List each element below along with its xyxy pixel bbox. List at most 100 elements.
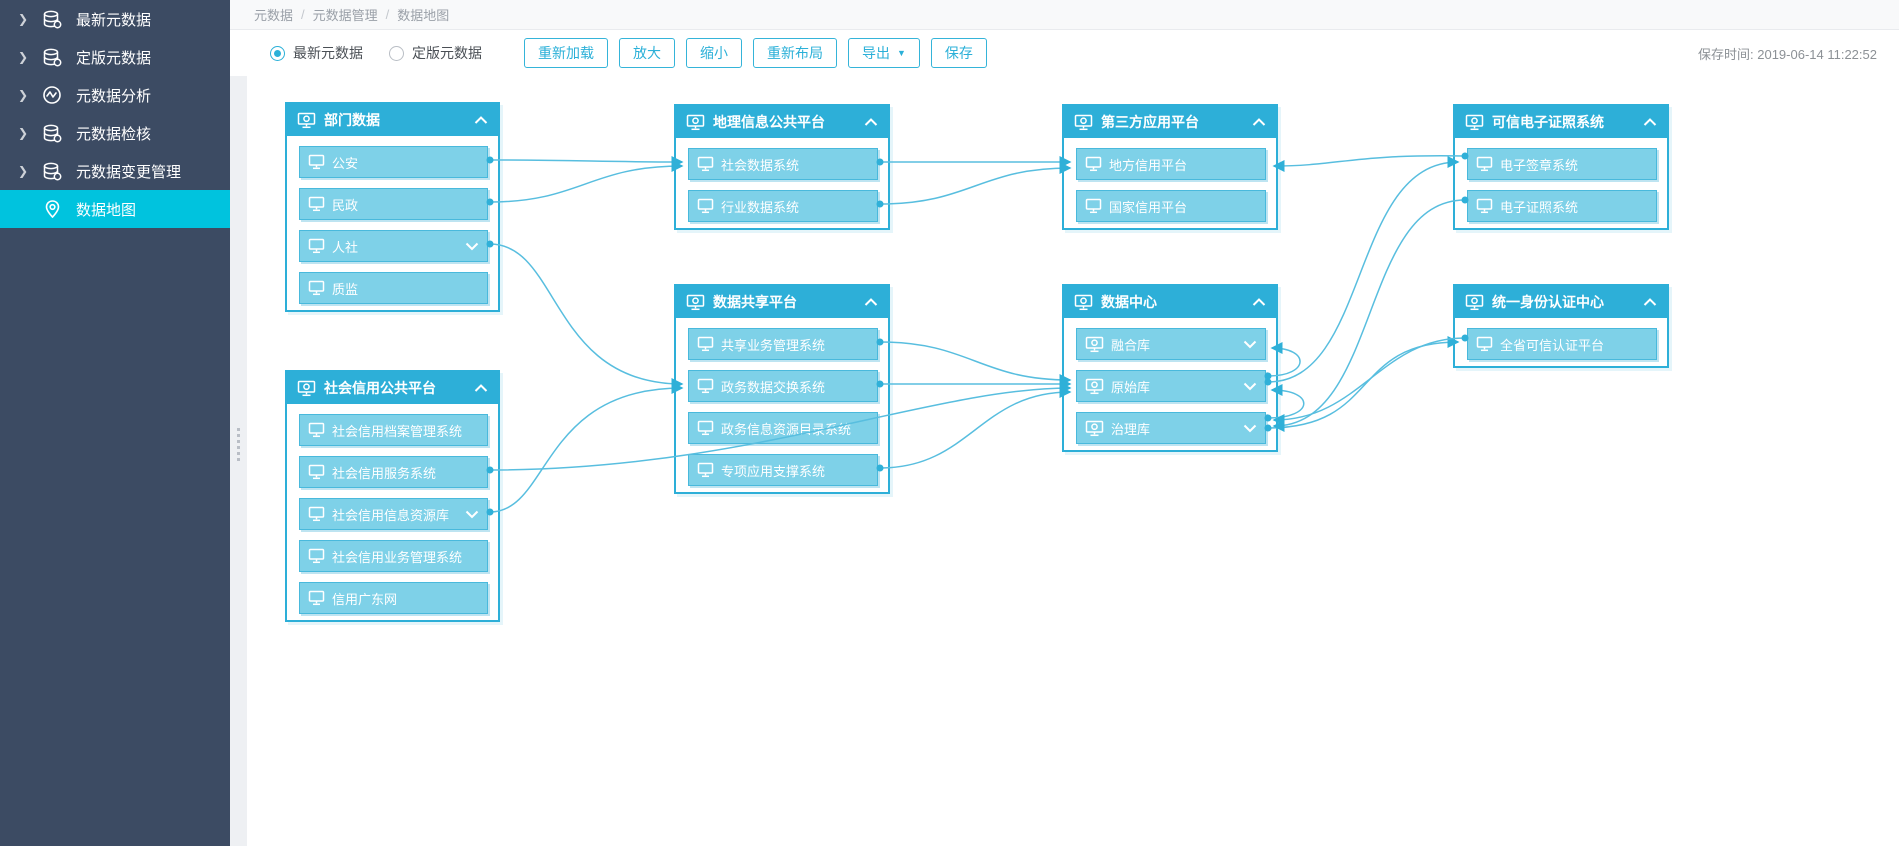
chevron-up-icon[interactable] xyxy=(1643,117,1657,127)
node-政务数据交换系统[interactable]: 政务数据交换系统 xyxy=(688,370,878,402)
node-社会信用档案管理系统[interactable]: 社会信用档案管理系统 xyxy=(299,414,488,446)
node-社会数据系统[interactable]: 社会数据系统 xyxy=(688,148,878,180)
node-label: 社会信用服务系统 xyxy=(332,465,437,481)
group-title: 统一身份认证中心 xyxy=(1492,294,1604,310)
database-approved-icon xyxy=(41,47,63,67)
node-政务信息资源目录系统[interactable]: 政务信息资源目录系统 xyxy=(688,412,878,444)
toolbar-button-2[interactable]: 放大 xyxy=(619,38,675,68)
chevron-up-icon[interactable] xyxy=(864,117,878,127)
node-民政[interactable]: 民政 xyxy=(299,188,488,220)
node-电子签章系统[interactable]: 电子签章系统 xyxy=(1467,148,1657,180)
node-全省可信认证平台[interactable]: 全省可信认证平台 xyxy=(1467,328,1657,360)
group-header[interactable]: 数据共享平台 xyxy=(676,286,888,318)
node-label: 社会信用信息资源库 xyxy=(332,507,450,523)
node-融合库[interactable]: 融合库 xyxy=(1076,328,1266,360)
analysis-icon xyxy=(41,85,63,105)
node-label: 质监 xyxy=(332,281,359,297)
chevron-up-icon[interactable] xyxy=(474,115,488,125)
chevron-up-icon[interactable] xyxy=(864,297,878,307)
chevron-up-icon[interactable] xyxy=(1252,117,1266,127)
group-social-credit-platform[interactable]: 社会信用公共平台 社会信用档案管理系统 社会信用服务系统 社会信用信息资源库 社… xyxy=(285,370,500,622)
node-label: 行业数据系统 xyxy=(721,199,800,215)
node-国家信用平台[interactable]: 国家信用平台 xyxy=(1076,190,1266,222)
node-地方信用平台[interactable]: 地方信用平台 xyxy=(1076,148,1266,180)
node-label: 地方信用平台 xyxy=(1109,157,1188,173)
server-icon xyxy=(686,114,705,131)
toolbar-button-5[interactable]: 导出▼ xyxy=(848,38,920,68)
node-原始库[interactable]: 原始库 xyxy=(1076,370,1266,402)
splitter-grip[interactable] xyxy=(237,428,240,461)
group-trusted-cert-system[interactable]: 可信电子证照系统 电子签章系统 电子证照系统 xyxy=(1453,104,1669,230)
node-label: 原始库 xyxy=(1111,379,1151,395)
group-identity-auth-center[interactable]: 统一身份认证中心 全省可信认证平台 xyxy=(1453,284,1669,368)
toolbar-button-1[interactable]: 重新加载 xyxy=(524,38,608,68)
node-质监[interactable]: 质监 xyxy=(299,272,488,304)
toolbar: 最新元数据定版元数据 重新加载放大缩小重新布局导出▼保存 保存时间: 2019-… xyxy=(230,30,1899,76)
chevron-down-icon[interactable] xyxy=(1243,382,1257,391)
database-new-icon xyxy=(41,9,63,29)
chevron-down-icon[interactable] xyxy=(1243,340,1257,349)
sidebar-item-5[interactable]: ❯元数据变更管理 xyxy=(0,152,230,190)
group-header[interactable]: 可信电子证照系统 xyxy=(1455,106,1667,138)
node-电子证照系统[interactable]: 电子证照系统 xyxy=(1467,190,1657,222)
metadata-version-radio-group: 最新元数据 定版元数据 xyxy=(270,43,482,63)
group-header[interactable]: 统一身份认证中心 xyxy=(1455,286,1667,318)
group-title: 数据共享平台 xyxy=(713,294,797,310)
chevron-down-icon[interactable] xyxy=(465,242,479,251)
chevron-up-icon[interactable] xyxy=(474,383,488,393)
group-data-sharing-platform[interactable]: 数据共享平台 共享业务管理系统 政务数据交换系统 政务信息资源目录系统 专项应用… xyxy=(674,284,890,494)
node-治理库[interactable]: 治理库 xyxy=(1076,412,1266,444)
node-社会信用服务系统[interactable]: 社会信用服务系统 xyxy=(299,456,488,488)
node-社会信用业务管理系统[interactable]: 社会信用业务管理系统 xyxy=(299,540,488,572)
group-geo-info-platform[interactable]: 地理信息公共平台 社会数据系统 行业数据系统 xyxy=(674,104,890,230)
server-icon xyxy=(1074,294,1093,311)
sidebar-item-2[interactable]: ❯定版元数据 xyxy=(0,38,230,76)
edge-全省可信认证平台-to-治理库 xyxy=(1272,337,1466,426)
node-社会信用信息资源库[interactable]: 社会信用信息资源库 xyxy=(299,498,488,530)
data-map-canvas[interactable]: 部门数据 公安 民政 人社 质监 社会信用公共平台 社会信用档案管理系统 社会信… xyxy=(230,76,1899,846)
node-人社[interactable]: 人社 xyxy=(299,230,488,262)
node-label: 融合库 xyxy=(1111,337,1151,353)
button-label: 放大 xyxy=(633,45,661,61)
group-header[interactable]: 数据中心 xyxy=(1064,286,1276,318)
radio-label: 定版元数据 xyxy=(412,45,482,61)
node-信用广东网[interactable]: 信用广东网 xyxy=(299,582,488,614)
group-header[interactable]: 部门数据 xyxy=(287,104,498,136)
monitor-icon xyxy=(308,238,325,254)
node-专项应用支撑系统[interactable]: 专项应用支撑系统 xyxy=(688,454,878,486)
radio-1[interactable]: 最新元数据 xyxy=(270,43,363,63)
monitor-icon xyxy=(697,378,714,394)
chevron-up-icon[interactable] xyxy=(1643,297,1657,307)
chevron-up-icon[interactable] xyxy=(1252,297,1266,307)
node-label: 信用广东网 xyxy=(332,591,398,607)
sidebar-item-4[interactable]: ❯元数据检核 xyxy=(0,114,230,152)
monitor-icon xyxy=(308,280,325,296)
node-label: 专项应用支撑系统 xyxy=(721,463,826,479)
sidebar-item-1[interactable]: ❯最新元数据 xyxy=(0,0,230,38)
edge-电子签章系统-to-地方信用平台 xyxy=(1272,155,1466,172)
sidebar-item-6[interactable]: 数据地图 xyxy=(0,190,230,228)
chevron-down-icon[interactable] xyxy=(1243,424,1257,433)
node-行业数据系统[interactable]: 行业数据系统 xyxy=(688,190,878,222)
group-title: 第三方应用平台 xyxy=(1101,114,1199,130)
chevron-down-icon[interactable] xyxy=(465,510,479,519)
node-共享业务管理系统[interactable]: 共享业务管理系统 xyxy=(688,328,878,360)
group-header[interactable]: 地理信息公共平台 xyxy=(676,106,888,138)
group-third-party-platform[interactable]: 第三方应用平台 地方信用平台 国家信用平台 xyxy=(1062,104,1278,230)
node-公安[interactable]: 公安 xyxy=(299,146,488,178)
group-title: 数据中心 xyxy=(1101,294,1157,310)
group-data-center[interactable]: 数据中心 融合库 原始库 治理库 xyxy=(1062,284,1278,452)
group-header[interactable]: 社会信用公共平台 xyxy=(287,372,498,404)
radio-2[interactable]: 定版元数据 xyxy=(389,43,482,63)
toolbar-button-4[interactable]: 重新布局 xyxy=(753,38,837,68)
monitor-icon xyxy=(1085,198,1102,214)
sidebar-item-3[interactable]: ❯元数据分析 xyxy=(0,76,230,114)
monitor-icon xyxy=(308,590,325,606)
breadcrumb-item-1[interactable]: 元数据 xyxy=(254,8,294,23)
toolbar-button-6[interactable]: 保存 xyxy=(930,38,987,68)
edge-民政-to-社会数据系统 xyxy=(489,160,684,203)
breadcrumb-item-2[interactable]: 元数据管理 xyxy=(312,8,378,23)
group-header[interactable]: 第三方应用平台 xyxy=(1064,106,1276,138)
group-department-data[interactable]: 部门数据 公安 民政 人社 质监 xyxy=(285,102,500,312)
toolbar-button-3[interactable]: 缩小 xyxy=(686,38,742,68)
